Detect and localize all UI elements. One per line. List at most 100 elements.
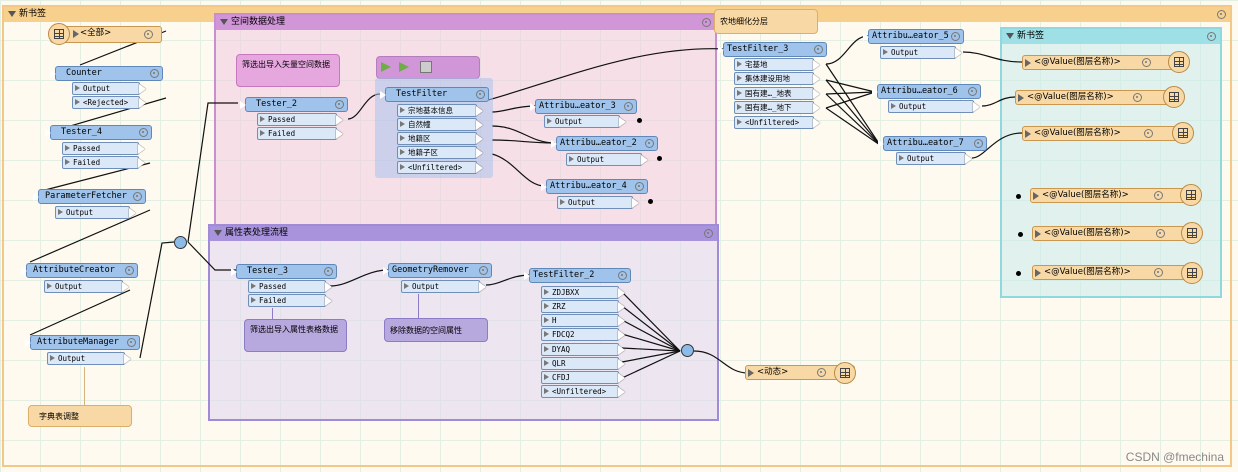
gear-icon[interactable] <box>1144 129 1153 138</box>
gear-icon[interactable] <box>125 266 134 275</box>
attributecreator7-transformer[interactable]: Attribu…eator_7 <box>877 136 987 151</box>
bookmark-spatial-header[interactable]: 空间数据处理 <box>216 15 715 30</box>
gear-icon[interactable] <box>1217 10 1226 19</box>
tester4-transformer[interactable]: Tester_4 <box>44 125 152 140</box>
input-port-icon[interactable] <box>239 100 246 110</box>
input-port-icon[interactable] <box>877 139 884 149</box>
table-icon[interactable] <box>1181 262 1203 284</box>
gear-icon[interactable] <box>974 139 983 148</box>
writer-layer-6[interactable]: <@Value(图层名称)> <box>1032 265 1192 280</box>
table-icon[interactable] <box>1172 122 1194 144</box>
gear-icon[interactable] <box>702 18 711 27</box>
collapse-icon[interactable] <box>1006 32 1014 39</box>
testfilter2-transformer[interactable]: TestFilter_2 <box>523 268 631 283</box>
testfilter3-port-1[interactable]: 集体建设用地 <box>734 72 814 85</box>
gear-icon[interactable] <box>139 128 148 137</box>
counter-port-output[interactable]: Output <box>72 82 140 95</box>
table-icon[interactable] <box>1168 51 1190 73</box>
attributecreator7-port-output[interactable]: Output <box>896 152 966 165</box>
testfilter2-port-2[interactable]: H <box>541 314 619 327</box>
testfilter-port-1[interactable]: 自然幢 <box>397 118 477 131</box>
attributecreator6-transformer[interactable]: Attribu…eator_6 <box>871 84 981 99</box>
writer-layer-1[interactable]: <@Value(图层名称)> <box>1022 55 1180 70</box>
testfilter2-port-5[interactable]: QLR <box>541 357 619 370</box>
attributemanager-port-output[interactable]: Output <box>47 352 125 365</box>
testfilter-port-3[interactable]: 地籍子区 <box>397 146 477 159</box>
attributecreator2-transformer[interactable]: Attribu…eator_2 <box>550 136 658 151</box>
attributecreator4-transformer[interactable]: Attribu…eator_4 <box>540 179 648 194</box>
land-note[interactable]: 农地细化分层 <box>714 9 818 34</box>
input-port-icon[interactable] <box>717 45 724 55</box>
bookmark-attribute[interactable]: 属性表处理流程 <box>208 224 719 421</box>
gear-icon[interactable] <box>133 192 142 201</box>
testfilter2-port-4[interactable]: DYAQ <box>541 343 619 356</box>
dict-note[interactable]: 字典表调整 <box>28 405 132 427</box>
testfilter2-port-0[interactable]: ZDJBXX <box>541 286 619 299</box>
tester4-port-failed[interactable]: Failed <box>62 156 139 169</box>
spatial-note[interactable]: 筛选出导入矢量空间数据 <box>236 54 340 87</box>
tester3-note[interactable]: 筛选出导入属性表格数据 <box>244 319 347 352</box>
input-port-icon[interactable] <box>379 90 386 100</box>
gear-icon[interactable] <box>704 229 713 238</box>
gear-icon[interactable] <box>1207 32 1216 41</box>
input-port-icon[interactable] <box>529 102 536 112</box>
testfilter-port-2[interactable]: 地籍区 <box>397 132 477 145</box>
testfilter-transformer[interactable]: TestFilter <box>379 87 489 102</box>
bookmark-attribute-header[interactable]: 属性表处理流程 <box>210 226 717 241</box>
tester3-port-passed[interactable]: Passed <box>248 280 326 293</box>
gear-icon[interactable] <box>817 368 826 377</box>
gear-icon[interactable] <box>1133 93 1142 102</box>
parameterfetcher-port-output[interactable]: Output <box>55 206 130 219</box>
gear-icon[interactable] <box>144 30 153 39</box>
tester2-port-passed[interactable]: Passed <box>257 113 337 126</box>
attributecreator4-port-output[interactable]: Output <box>557 196 633 209</box>
writer-layer-3[interactable]: <@Value(图层名称)> <box>1022 126 1182 141</box>
table-icon[interactable] <box>48 23 70 45</box>
counter-port-rejected[interactable]: <Rejected> <box>72 96 140 109</box>
junction-node[interactable] <box>681 344 694 357</box>
gear-icon[interactable] <box>1154 268 1163 277</box>
writer-dynamic[interactable]: <动态> <box>745 365 855 380</box>
inspect-icon[interactable] <box>420 61 432 73</box>
geomremove-note[interactable]: 移除数据的空间属性 <box>384 318 488 342</box>
input-port-icon[interactable] <box>230 267 237 277</box>
gear-icon[interactable] <box>479 266 488 275</box>
input-port-icon[interactable] <box>20 266 27 276</box>
testfilter3-port-0[interactable]: 宅基地 <box>734 58 814 71</box>
input-port-icon[interactable] <box>49 69 56 79</box>
attributecreator-transformer[interactable]: AttributeCreator <box>20 263 138 278</box>
writer-layer-5[interactable]: <@Value(图层名称)> <box>1032 226 1194 241</box>
gear-icon[interactable] <box>814 45 823 54</box>
tester3-transformer[interactable]: Tester_3 <box>230 264 337 279</box>
testfilter-port-4[interactable]: <Unfiltered> <box>397 161 477 174</box>
writer-layer-4[interactable]: <@Value(图层名称)> <box>1030 188 1192 203</box>
mini-toolbar[interactable] <box>376 56 480 79</box>
input-port-icon[interactable] <box>32 192 39 202</box>
input-port-icon[interactable] <box>540 182 547 192</box>
input-port-icon[interactable] <box>382 266 389 276</box>
writer-layer-2[interactable]: <@Value(图层名称)> <box>1015 90 1171 105</box>
input-port-icon[interactable] <box>550 139 557 149</box>
attributecreator5-port-output[interactable]: Output <box>880 46 956 59</box>
testfilter2-port-1[interactable]: ZRZ <box>541 300 619 313</box>
bookmark-right-header[interactable]: 新书签 <box>1002 29 1220 44</box>
attributemanager-transformer[interactable]: AttributeManager <box>24 335 140 350</box>
tester2-port-failed[interactable]: Failed <box>257 127 337 140</box>
gear-icon[interactable] <box>618 271 627 280</box>
input-port-icon[interactable] <box>523 271 530 281</box>
collapse-icon[interactable] <box>8 10 16 17</box>
input-port-icon[interactable] <box>871 87 878 97</box>
testfilter2-port-7[interactable]: <Unfiltered> <box>541 385 619 398</box>
junction-node[interactable] <box>174 236 187 249</box>
gear-icon[interactable] <box>1156 229 1165 238</box>
gear-icon[interactable] <box>150 69 159 78</box>
gear-icon[interactable] <box>335 100 344 109</box>
run-to-here-icon[interactable] <box>399 62 409 72</box>
testfilter2-port-3[interactable]: FDCQ2 <box>541 328 619 341</box>
testfilter3-port-3[interactable]: 国有建…_地下 <box>734 101 814 114</box>
gear-icon[interactable] <box>645 139 654 148</box>
collapse-icon[interactable] <box>220 18 228 25</box>
bookmark-right[interactable]: 新书签 <box>1000 27 1222 298</box>
gear-icon[interactable] <box>951 32 960 41</box>
